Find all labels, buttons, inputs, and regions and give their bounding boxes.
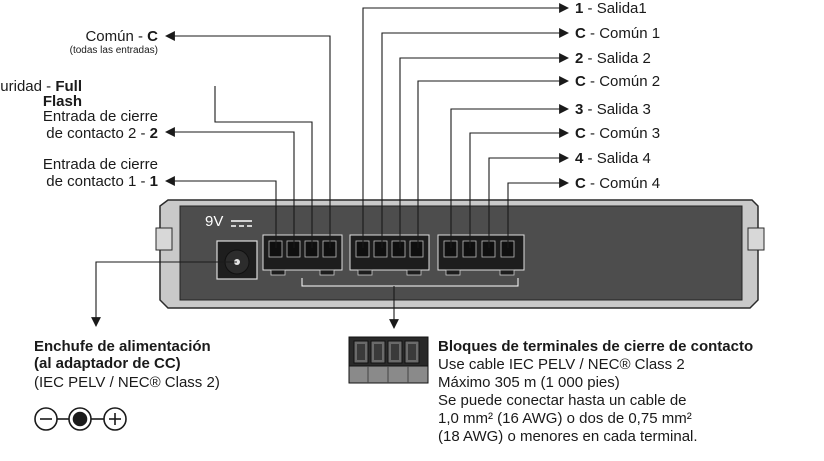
dc-symbol: [231, 220, 252, 227]
output-3-label: 3 - Salida 3: [575, 101, 651, 118]
power-plug-spec: (IEC PELV / NEC® Class 2): [34, 374, 220, 391]
power-jack: [216, 240, 258, 280]
terminal-block-right: [437, 234, 525, 276]
output-common-4-label: C - Común 4: [575, 175, 661, 192]
terminal-bracket: [301, 278, 519, 287]
common-input-note: (todas las entradas): [69, 45, 158, 56]
terminal-block-line-4: 1,0 mm² (16 AWG) o dos de 0,75 mm²: [438, 410, 692, 427]
output-common-3-label: C - Común 3: [575, 125, 661, 142]
terminal-block-line-5: (18 AWG) o menores en cada terminal.: [438, 428, 698, 445]
bottom-leader-lines: [91, 261, 399, 329]
terminal-block-line-2: Máximo 305 m (1 000 pies): [438, 374, 620, 391]
plus-icon: [103, 407, 127, 431]
output-common-1-label: C - Común 1: [575, 25, 661, 42]
output-2-label: 2 - Salida 2: [575, 50, 651, 67]
contact-input-1-label: Entrada de cierre de contacto 1 - 1: [42, 156, 158, 190]
output-leader-lines: [362, 3, 569, 248]
terminal-block-title: Bloques de terminales de cierre de conta…: [438, 338, 754, 355]
terminal-block-middle: [349, 234, 430, 276]
output-1-label: 1 - Salida1: [575, 0, 647, 17]
output-common-2-label: C - Común 2: [575, 73, 661, 90]
output-4-label: 4 - Salida 4: [575, 150, 651, 167]
security-label-flash: Flash: [42, 93, 82, 110]
terminal-block-illustration: [348, 336, 429, 384]
terminal-block-line-1: Use cable IEC PELV / NEC® Class 2: [438, 356, 685, 373]
security-label: Seguridad - Full: [0, 78, 82, 95]
input-leader-lines: [165, 31, 331, 248]
common-input-label: Común - C: [85, 28, 158, 45]
voltage-label: 9V: [205, 213, 224, 230]
power-plug-title: Enchufe de alimentación (al adaptador de…: [34, 338, 211, 372]
terminal-block-line-3: Se puede conectar hasta un cable de: [438, 392, 687, 409]
polarity-symbol: [34, 407, 127, 431]
contact-input-2-label: Entrada de cierre de contacto 2 - 2: [42, 108, 158, 142]
